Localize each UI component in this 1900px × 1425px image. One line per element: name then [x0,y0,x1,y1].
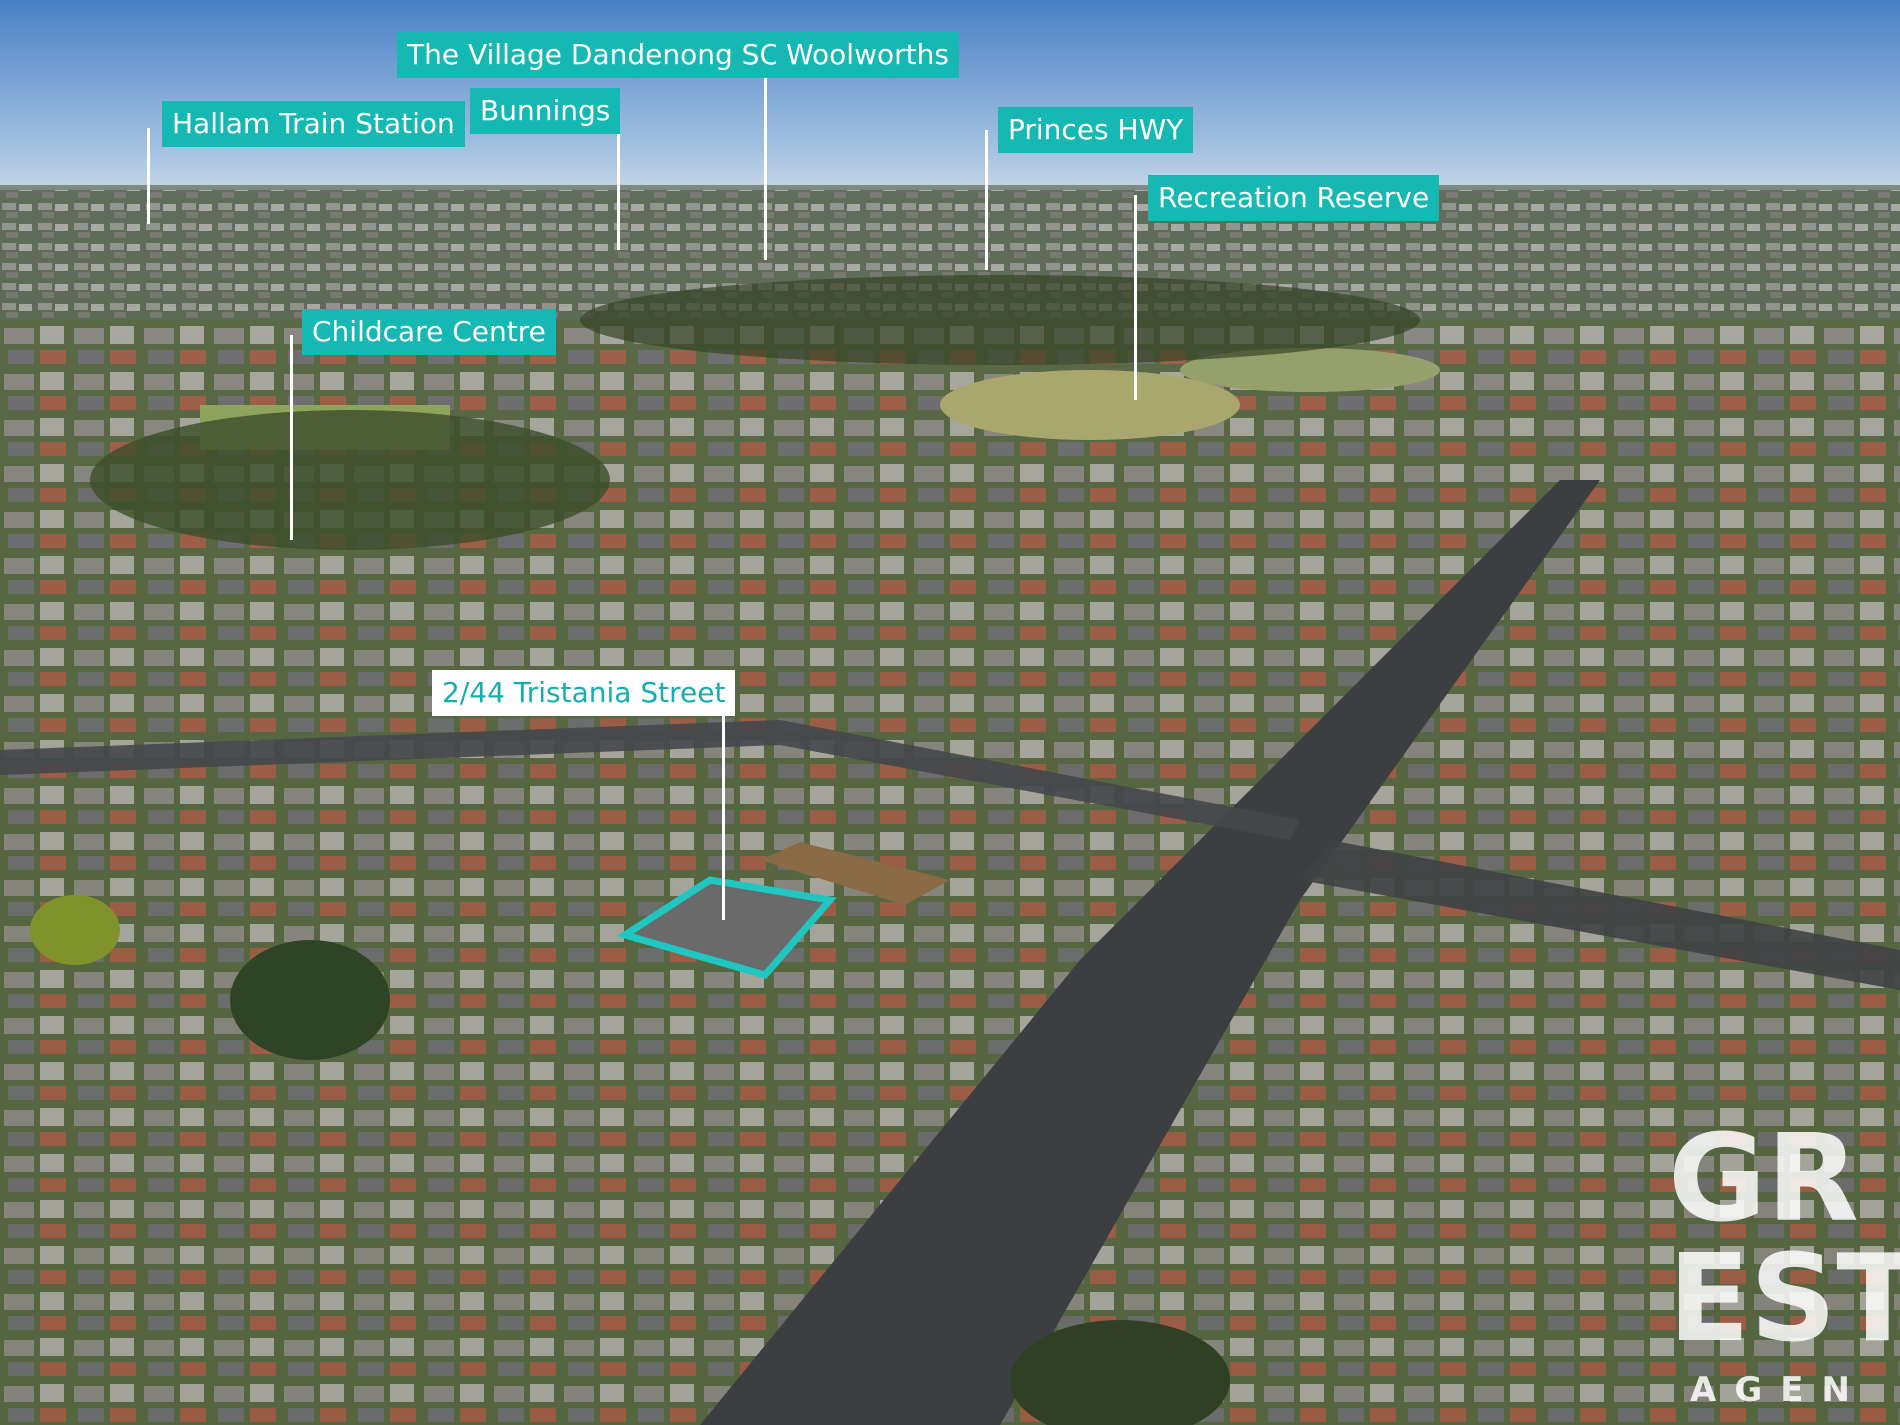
princes-pin [985,130,988,270]
hallam-label: Hallam Train Station [162,101,465,147]
recreation-pin [1134,195,1137,400]
woolworths-label: Woolworths [776,32,959,78]
property-label: 2/44 Tristania Street [432,670,736,716]
childcare-label: Childcare Centre [302,309,556,355]
bunnings-label: Bunnings [470,88,621,134]
hallam-pin [147,128,150,224]
princes-label: Princes HWY [998,107,1194,153]
agency-watermark-line3: AGEN [1690,1370,1868,1410]
village-pin [764,54,767,260]
recreation-label: Recreation Reserve [1148,175,1440,221]
childcare-pin [290,335,293,540]
village-label: The Village Dandenong SC [397,32,789,78]
agency-watermark-line2: EST [1668,1230,1900,1369]
property-pin [722,695,725,920]
bunnings-pin [617,110,620,250]
agency-watermark-line1: GR [1668,1110,1859,1249]
